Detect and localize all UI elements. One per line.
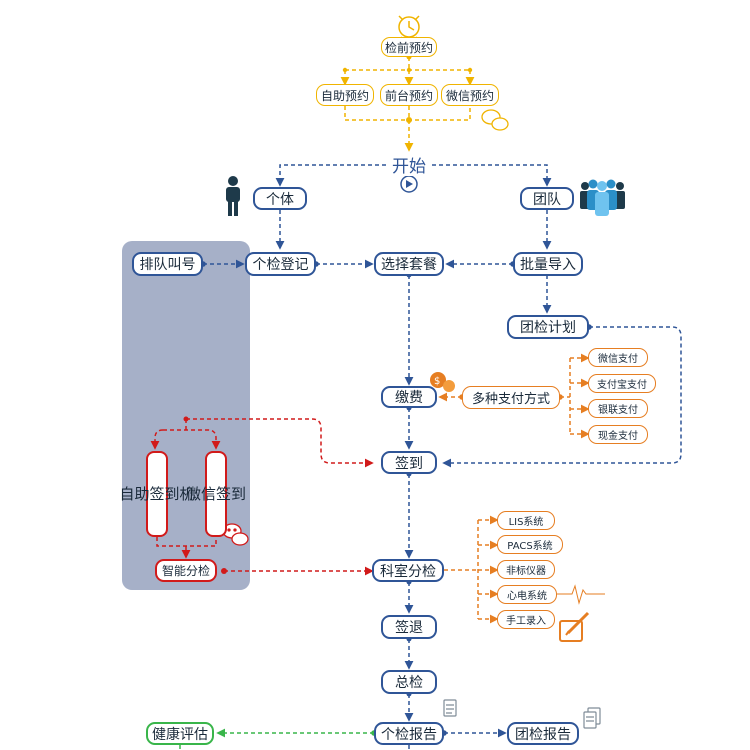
queue-node: 排队叫号 <box>132 252 203 276</box>
document-icon <box>443 699 457 717</box>
health-assessment-node: 健康评估 <box>146 722 214 745</box>
payment-node: 缴费 <box>381 386 437 408</box>
money-bag-icon: $ <box>430 372 455 392</box>
payment-method-alipay: 支付宝支付 <box>588 374 656 393</box>
register-node: 个检登记 <box>245 252 316 276</box>
start-label: 开始 <box>386 152 432 177</box>
smart-triage-node: 智能分检 <box>155 559 217 582</box>
team-node: 团队 <box>520 187 574 210</box>
individual-node: 个体 <box>253 187 307 210</box>
ecg-wave-icon <box>557 584 605 605</box>
reservation-option-wechat: 微信预约 <box>441 84 499 106</box>
team-report-node: 团检报告 <box>507 722 579 745</box>
dept-system-ecg: 心电系统 <box>497 585 557 604</box>
reservation-option-desk: 前台预约 <box>380 84 438 106</box>
payment-method-wechat: 微信支付 <box>588 348 648 367</box>
svg-text:$: $ <box>434 376 440 387</box>
document-icon <box>583 707 601 729</box>
choose-package-node: 选择套餐 <box>374 252 444 276</box>
checkin-node: 签到 <box>381 451 437 474</box>
individual-report-node: 个检报告 <box>374 722 444 745</box>
payment-method-unionpay: 银联支付 <box>588 399 648 418</box>
dept-triage-node: 科室分检 <box>372 559 444 582</box>
reservation-option-self: 自助预约 <box>316 84 374 106</box>
group-icon <box>580 179 625 216</box>
reservation-title: 检前预约 <box>381 37 437 57</box>
dept-system-manual: 手工录入 <box>497 610 555 629</box>
self-checkin-kiosk-node: 自助签到机 <box>120 451 195 537</box>
wechat-icon <box>222 523 249 546</box>
pen-icon <box>559 611 590 642</box>
checkout-node: 签退 <box>381 615 437 639</box>
payment-methods-node: 多种支付方式 <box>462 386 560 409</box>
team-plan-node: 团检计划 <box>507 315 589 339</box>
wechat-checkin-node: 微信签到 <box>186 451 246 537</box>
dept-system-lis: LIS系统 <box>497 511 555 530</box>
batch-import-node: 批量导入 <box>513 252 583 276</box>
wechat-icon <box>481 109 509 131</box>
dept-system-pacs: PACS系统 <box>497 535 563 554</box>
payment-method-cash: 现金支付 <box>588 425 648 444</box>
play-icon <box>400 175 418 193</box>
dept-system-nonstandard: 非标仪器 <box>497 560 555 579</box>
person-icon <box>226 176 240 216</box>
summary-node: 总检 <box>381 670 437 694</box>
